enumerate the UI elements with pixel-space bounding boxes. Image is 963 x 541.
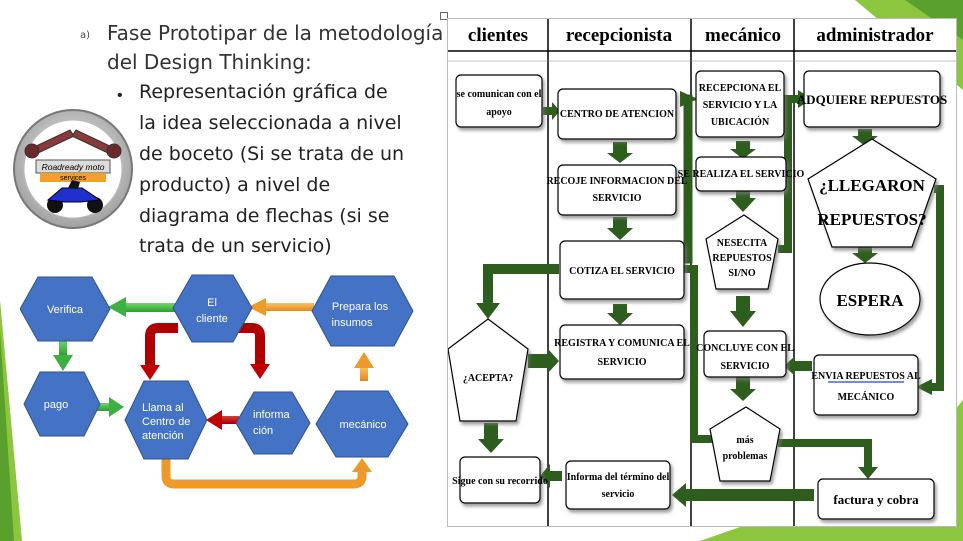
box-necesita-line-3: SI/NO	[728, 268, 755, 279]
svg-text:ción: ción	[253, 425, 273, 437]
arrow-cliente-to-verifica	[108, 297, 178, 317]
box-contacto-line-1: se comunican con el	[457, 89, 542, 100]
box-registra-line-2: SERVICIO	[597, 357, 646, 368]
arrow-verifica-to-pago	[53, 340, 73, 371]
svg-text:Verifica: Verifica	[47, 304, 84, 316]
bullet-line-6: trata de un servicio)	[139, 235, 332, 257]
box-necesita-line-2: REPUESTOS	[712, 253, 772, 264]
slide-title-line-2: del Design Thinking:	[107, 50, 312, 74]
column-header-mecanico: mecánico	[705, 25, 781, 46]
flow-arrows	[476, 90, 944, 507]
arrow-cliente-to-informacion	[230, 323, 270, 379]
motorcycle-icon	[46, 180, 103, 213]
hex-prepara-insumos: Prepara los insumos	[311, 275, 414, 347]
box-recoge-line-1: RECOJE INFORMACION DEL	[546, 176, 687, 187]
box-acepta: ¿ACEPTA?	[463, 373, 513, 384]
column-header-administrador: administrador	[816, 25, 934, 46]
svg-text:insumos: insumos	[332, 317, 373, 329]
hex-el-cliente: El cliente	[172, 274, 253, 343]
svg-text:Prepara los: Prepara los	[332, 301, 389, 313]
svg-text:Llama al: Llama al	[142, 402, 184, 414]
hex-pago: pago	[23, 371, 101, 437]
hex-mecanico: mecánico	[315, 390, 409, 458]
svg-text:informa: informa	[253, 409, 291, 421]
slide-title-line-1: Fase Prototipar de la metodología	[107, 21, 444, 45]
box-adquiere: ADQUIERE REPUESTOS	[797, 92, 947, 107]
svg-text:cliente: cliente	[196, 313, 228, 325]
box-mas-line-2: problemas	[723, 451, 768, 462]
box-envia-line-1: ENVIA REPUESTOS AL	[811, 371, 921, 382]
selection-handle[interactable]	[440, 12, 448, 20]
hex-llama-centro: Llama al Centro de atención	[124, 380, 208, 460]
arrow-informacion-to-llama	[206, 410, 239, 430]
box-llegaron-line-2: REPUESTOS?	[817, 210, 926, 229]
arrow-llama-to-mecanico	[161, 455, 372, 489]
box-realiza: SE REALIZA EL SERVICIO	[678, 169, 805, 180]
box-espera: ESPERA	[836, 291, 904, 310]
swimlane-flowchart: clientes recepcionista mecánico administ…	[447, 18, 957, 527]
bullet-line-5: diagrama de flechas (si se	[139, 205, 390, 227]
box-necesita-line-1: NESECITA	[717, 238, 768, 249]
svg-text:pago: pago	[44, 399, 68, 411]
box-informa-line-1: Informa del término del	[567, 472, 670, 483]
box-cotiza: COTIZA EL SERVICIO	[569, 266, 675, 277]
svg-text:El: El	[207, 297, 217, 309]
bullet-line-4: producto) a nivel de	[139, 174, 331, 196]
svg-text:atención: atención	[142, 430, 184, 442]
bullet-line-3: de boceto (Si se trata de un	[139, 143, 405, 165]
box-sigue: Sigue con su recorrido	[452, 476, 548, 487]
bullet-line-1: Representación gráfica de	[139, 81, 388, 103]
box-mas-line-1: más	[736, 435, 753, 446]
box-informa-line-2: servicio	[602, 489, 635, 500]
box-recepciona-line-3: UBICACIÓN	[711, 116, 770, 128]
box-concluye-line-2: SERVICIO	[720, 361, 769, 372]
list-marker: a)	[80, 30, 91, 41]
arrow-prepara-to-cliente	[248, 298, 314, 316]
box-recoge-line-2: SERVICIO	[592, 193, 641, 204]
company-logo: Roadready moto services	[13, 109, 133, 229]
logo-text: Roadready moto	[42, 162, 105, 172]
box-recepciona-line-2: SERVICIO Y LA	[703, 100, 778, 111]
column-header-recepcionista: recepcionista	[566, 25, 673, 46]
column-header-clientes: clientes	[468, 25, 528, 46]
box-contacto-line-2: apoyo	[486, 107, 512, 118]
box-factura: factura y cobra	[833, 492, 919, 507]
hexagon-process-diagram: Verifica El cliente Prepara los insumos …	[20, 274, 414, 489]
svg-text:mecánico: mecánico	[339, 419, 386, 431]
hex-verifica: Verifica	[20, 276, 111, 342]
box-concluye-line-1: CONCLUYE CON EL	[696, 343, 794, 354]
svg-text:Centro de: Centro de	[142, 416, 190, 428]
hex-informacion: informa ción	[235, 391, 311, 455]
bullet-dot-icon: •	[117, 87, 123, 104]
arrow-cliente-to-llama	[140, 323, 178, 380]
box-envia-line-2: MECÁNICO	[838, 391, 895, 403]
logo-subtext: services	[60, 175, 86, 182]
box-centro-atencion: CENTRO DE ATENCION	[560, 109, 675, 120]
bullet-line-2: la idea seleccionada a nivel	[139, 112, 402, 134]
box-recepciona-line-1: RECEPCIONA EL	[699, 83, 782, 94]
box-registra-line-1: REGISTRA Y COMUNICA EL	[554, 338, 690, 349]
box-llegaron-line-1: ¿LLEGARON	[819, 176, 926, 195]
arrow-pago-to-llama	[94, 397, 124, 417]
arrow-mecanico-to-prepara	[354, 352, 374, 381]
